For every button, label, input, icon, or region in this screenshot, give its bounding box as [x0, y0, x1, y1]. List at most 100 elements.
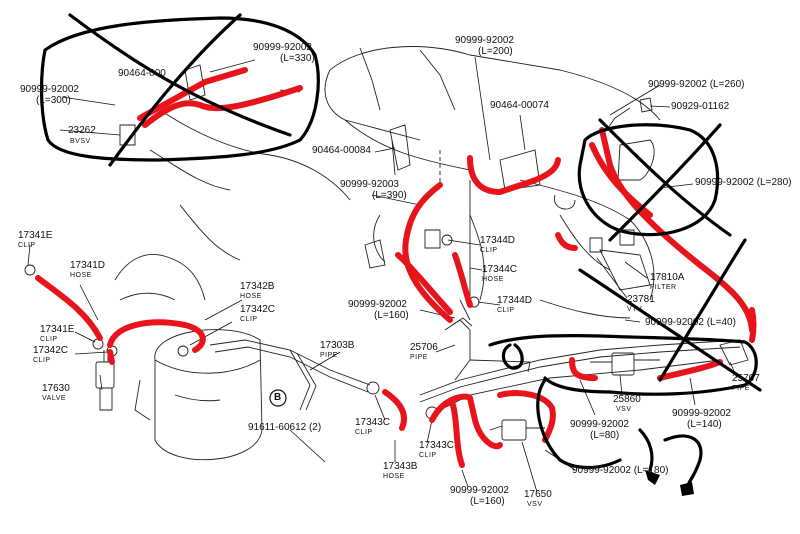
- hose-17343b: [382, 389, 407, 431]
- part-90999-260: 90999-92002 (L=260): [648, 79, 745, 90]
- part-17630: 17630: [42, 383, 70, 394]
- hose-l260: [599, 127, 755, 333]
- part-23262: 23262: [68, 125, 96, 136]
- left-bracket: [501, 343, 524, 370]
- vsv-label-a: VSV: [616, 406, 632, 413]
- hoses: [35, 67, 757, 468]
- part-17343c-left: 17343C: [355, 417, 391, 428]
- part-17344d-top: 17344D: [480, 235, 516, 246]
- pipe-label-c: PIPE: [732, 385, 750, 392]
- hose-17630: [107, 349, 115, 365]
- part-17650: 17650: [524, 489, 552, 500]
- valve-label: VALVE: [42, 395, 67, 402]
- upper-right-cross-b: [608, 123, 722, 242]
- vsv-label-b: VSV: [527, 501, 543, 508]
- hose-l140: [657, 359, 723, 381]
- hose-l160-vsv: [449, 399, 465, 468]
- part-90999-80: 90999-92002: [570, 419, 629, 430]
- part-90999-180: 90999-92002 (L=180): [572, 465, 669, 476]
- part-17343b: 17343B: [383, 461, 418, 472]
- hose-bvsv-300: [142, 85, 303, 128]
- clip-label-b: CLIP: [240, 316, 258, 323]
- part-17342c-left: 17342C: [33, 345, 69, 356]
- hose-l160-a: [395, 252, 453, 315]
- pipe-label-b: PIPE: [320, 352, 338, 359]
- clip-label-c: CLIP: [40, 336, 58, 343]
- lower-right-loop: [638, 428, 703, 487]
- marker-blob-a: [645, 470, 660, 485]
- bvsv-label: BVSV: [70, 138, 91, 145]
- hose-vtv-small: [555, 232, 578, 251]
- lower-right-scribble: [488, 333, 758, 396]
- lower-right-cross-a: [658, 238, 747, 382]
- part-90999-300: 90999-92002: [20, 84, 79, 95]
- part-90999-140: 90999-92002: [672, 408, 731, 419]
- part-17810a: 17810A: [650, 272, 685, 283]
- hose-label-a: HOSE: [70, 272, 92, 279]
- part-91611-60612: 91611-60612 (2): [248, 422, 322, 433]
- part-90999-40: 90999-92002 (L=40): [645, 317, 736, 328]
- length-160b: (L=160): [470, 496, 505, 507]
- length-300: (L=300): [36, 95, 71, 106]
- part-17341e-top: 17341E: [18, 230, 53, 241]
- part-90999-330: 90999-92002: [253, 42, 312, 53]
- filter-label: FILTER: [650, 284, 677, 291]
- hose-l40: [749, 307, 757, 343]
- part-17341e-mid: 17341E: [40, 324, 75, 335]
- part-17344c: 17344C: [482, 264, 518, 275]
- part-90999-280: 90999-92002 (L=280): [695, 177, 792, 188]
- clip-label-g: CLIP: [355, 429, 373, 436]
- part-17341d: 17341D: [70, 260, 106, 271]
- upper-left-cross-a: [68, 13, 292, 137]
- length-80: (L=80): [590, 430, 620, 441]
- upper-right-circle: [577, 123, 720, 237]
- part-17343c-right: 17343C: [419, 440, 455, 451]
- hose-l200: [467, 155, 561, 195]
- marker-blob-b: [680, 482, 694, 496]
- clip-label-e: CLIP: [480, 247, 498, 254]
- part-90999-390: 90999-92003: [340, 179, 399, 190]
- part-25707: 25707: [732, 373, 760, 384]
- clip-label-d: CLIP: [33, 357, 51, 364]
- hose-17341d: [35, 275, 103, 341]
- hose-17342b: [107, 319, 206, 353]
- hose-l80: [569, 357, 598, 381]
- length-160a: (L=160): [374, 310, 409, 321]
- upper-left-cross-b: [108, 13, 242, 167]
- part-90999-160a: 90999-92002: [348, 299, 407, 310]
- part-23781: 23781: [627, 294, 655, 305]
- part-90464-upper: 90464-000: [118, 68, 166, 79]
- clip-label-f: CLIP: [497, 307, 515, 314]
- lower-right-hook: [536, 378, 622, 470]
- lower-right-cross-b: [578, 268, 762, 392]
- marker-annotations: [39, 13, 762, 487]
- upper-left-circle: [39, 16, 320, 162]
- clip-label-h: CLIP: [419, 452, 437, 459]
- length-200: (L=200): [478, 46, 513, 57]
- length-330: (L=330): [280, 53, 315, 64]
- bolt-marker-letter: B: [274, 392, 282, 403]
- pipe-label-a: PIPE: [410, 354, 428, 361]
- part-17303b: 17303B: [320, 340, 355, 351]
- part-25860: 25860: [613, 394, 641, 405]
- part-17344d-low: 17344D: [497, 295, 533, 306]
- part-90999-200: 90999-92002: [455, 35, 514, 46]
- part-90999-160b: 90999-92002: [450, 485, 509, 496]
- hose-label-b: HOSE: [240, 293, 262, 300]
- length-390: (L=390): [372, 190, 407, 201]
- hose-l160-b: [429, 393, 503, 450]
- hose-l180: [497, 390, 556, 443]
- part-90929-01162: 90929-01162: [671, 101, 730, 112]
- hose-17344c: [452, 252, 473, 308]
- hose-l390: [402, 182, 453, 323]
- upper-right-cross-a: [598, 118, 732, 237]
- hose-bvsv-330: [137, 67, 248, 121]
- bolt-marker-circle: [269, 389, 287, 407]
- part-90464-00074: 90464-00074: [490, 100, 549, 111]
- length-140: (L=140): [687, 419, 722, 430]
- hose-label-c: HOSE: [482, 276, 504, 283]
- leader-lines: [27, 56, 738, 493]
- part-25706: 25706: [410, 342, 438, 353]
